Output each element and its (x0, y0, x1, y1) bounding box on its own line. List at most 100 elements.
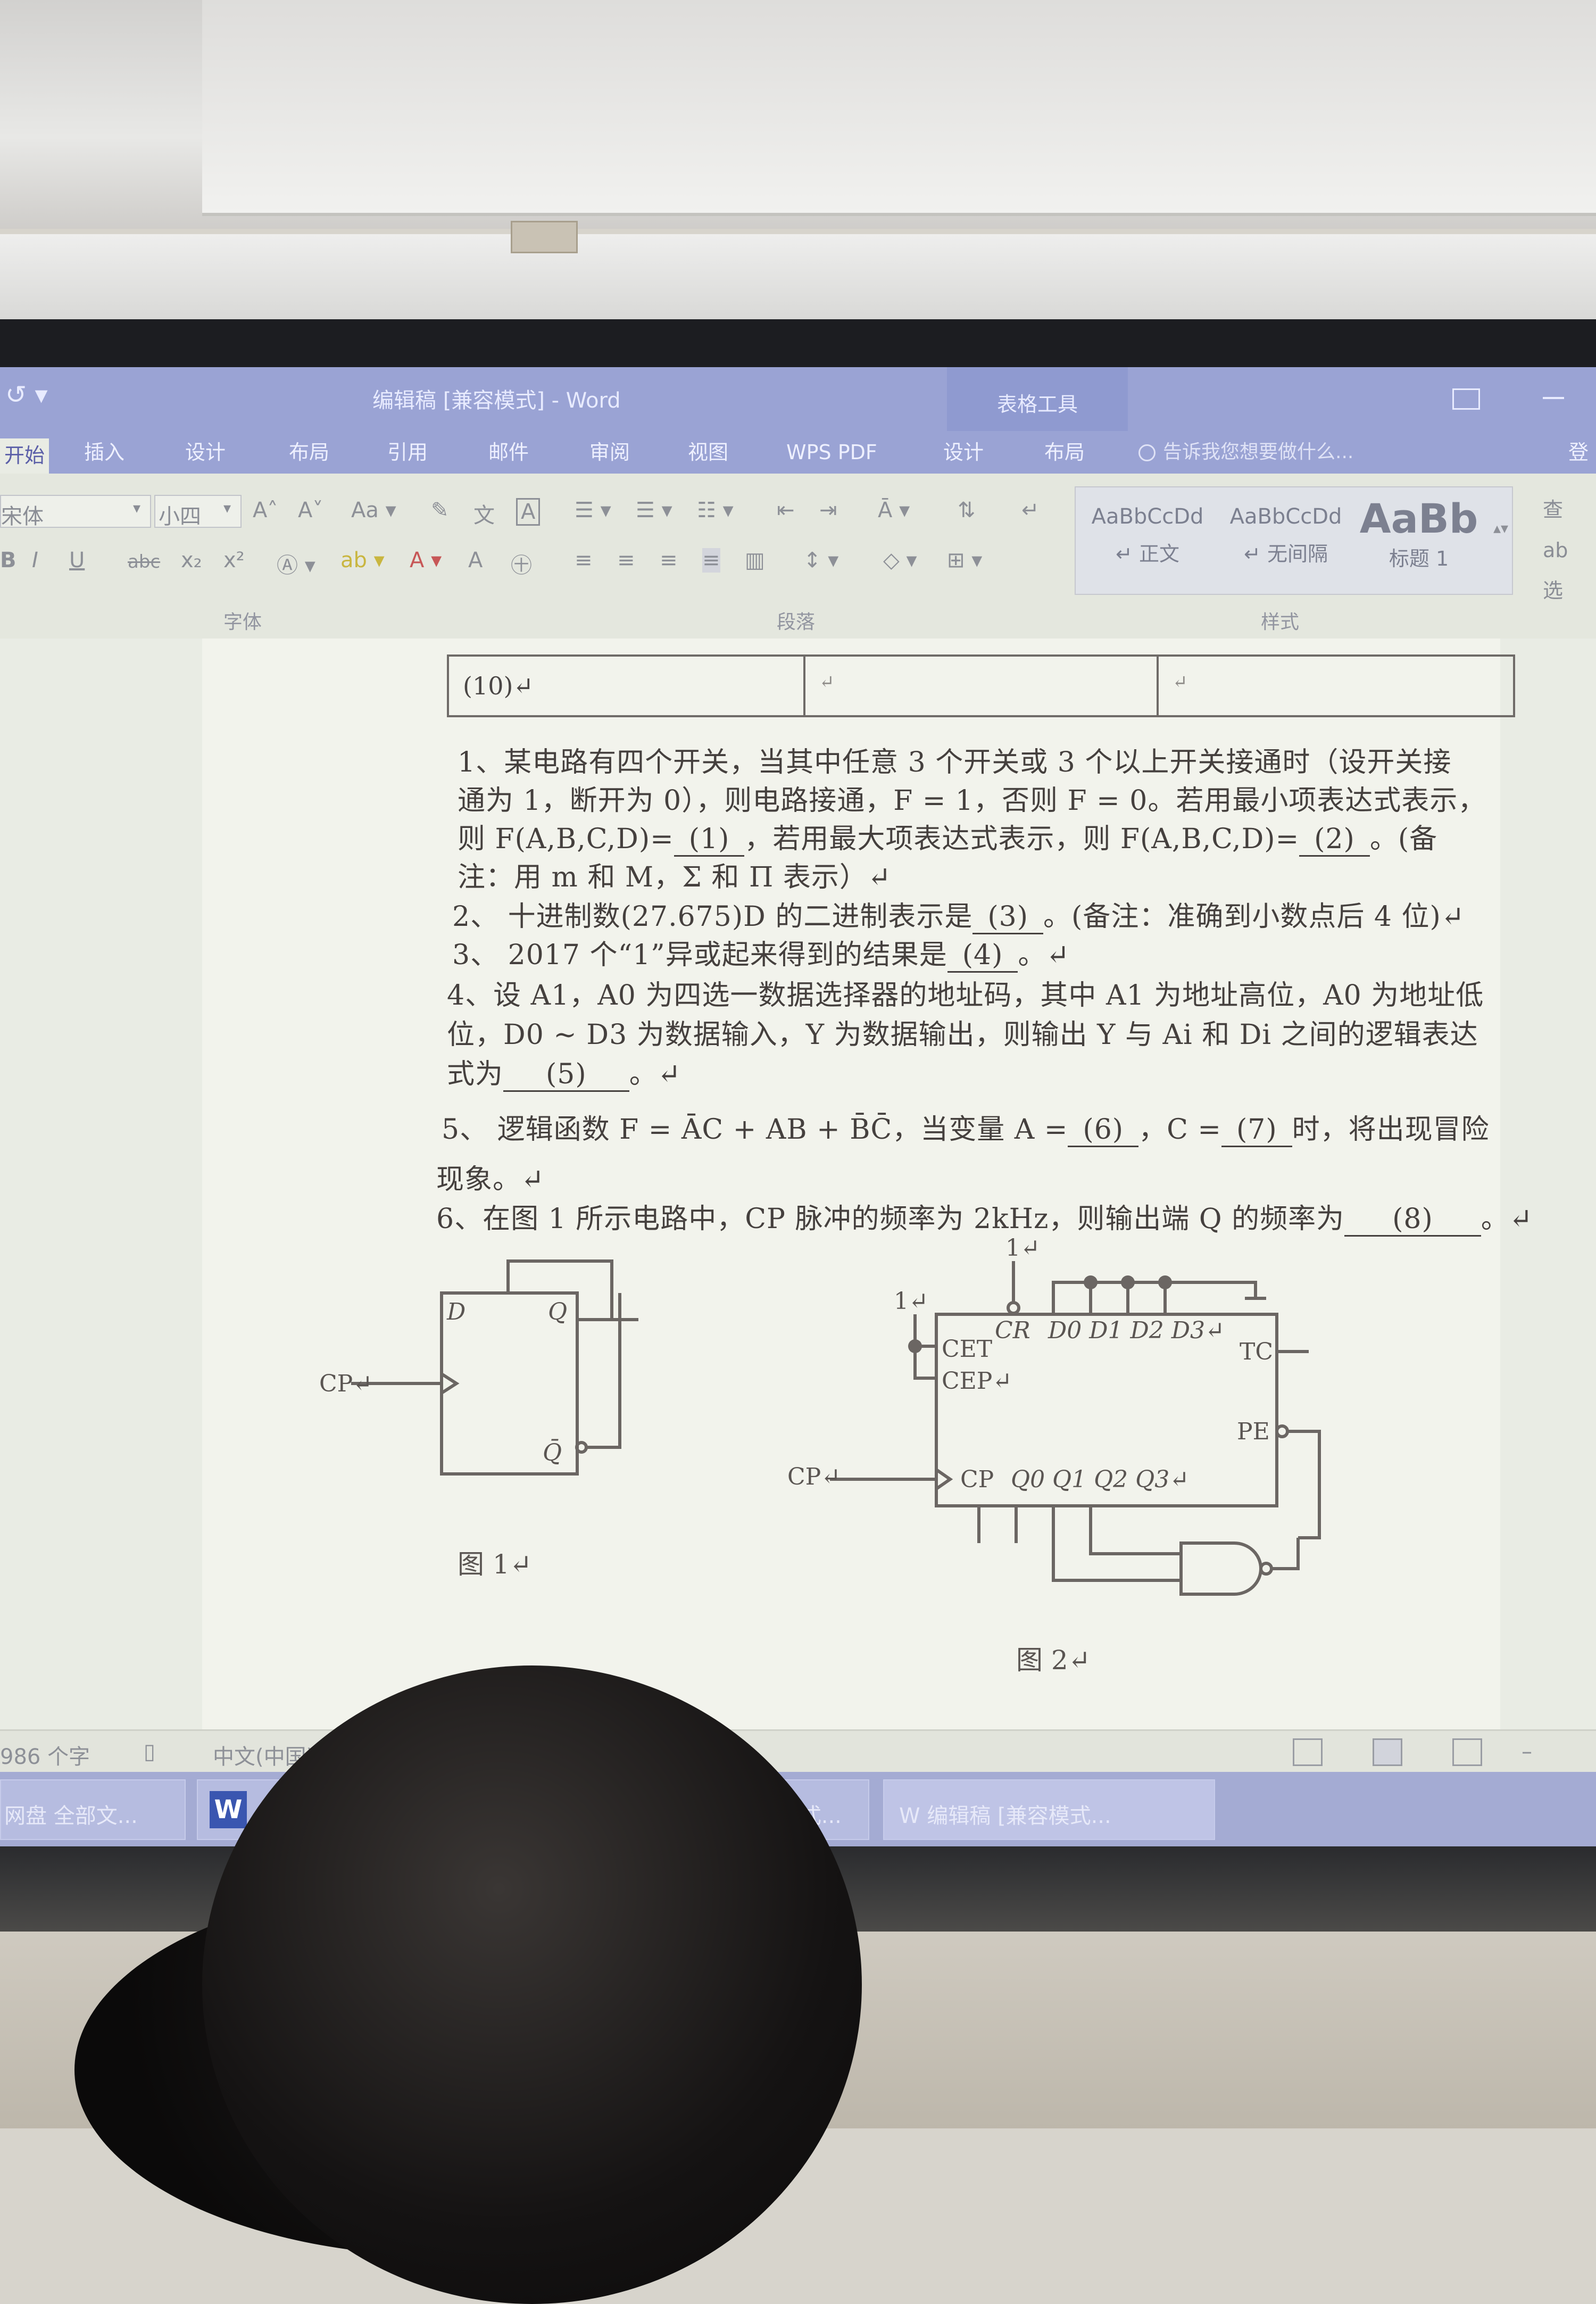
figure-1-labels: D Q Q̄ CP↵ (319, 1298, 567, 1466)
increase-indent-icon[interactable]: ⇥ (819, 498, 837, 523)
align-left-icon[interactable]: ≡ (575, 548, 593, 573)
tab-home[interactable]: 开始 (0, 438, 49, 474)
tab-insert[interactable]: 插入 (84, 441, 125, 464)
ribbon-display-options-button[interactable] (1452, 388, 1480, 410)
font-name-value: 宋体 (1, 504, 44, 529)
cet-pin-label: CET (942, 1336, 992, 1363)
bold-button[interactable]: B (0, 548, 16, 573)
clock-triangle (935, 1468, 953, 1490)
quick-access-toolbar[interactable]: ↺ ▾ (5, 380, 48, 410)
style-sample: AaBbCcDd (1229, 504, 1342, 529)
tab-mailings[interactable]: 邮件 (488, 441, 529, 464)
answer-blank-6[interactable]: (6) (1068, 1114, 1139, 1147)
font-color-icon[interactable]: A ▾ (410, 548, 442, 573)
show-marks-icon[interactable]: ↵ (1021, 498, 1040, 523)
chevron-down-icon: ▾ (133, 499, 141, 517)
change-case-button[interactable]: Aa ▾ (351, 498, 396, 523)
text-effects-icon[interactable]: Ⓐ ▾ (277, 553, 315, 578)
underline-button[interactable]: U (69, 548, 85, 573)
align-center-icon[interactable]: ≡ (617, 548, 635, 573)
bullets-icon[interactable]: ☰ ▾ (575, 498, 611, 523)
cp-pin-label: CP (960, 1466, 994, 1493)
q4-text-b: 。↵ (629, 1058, 681, 1090)
tab-table-design[interactable]: 设计 (943, 441, 984, 464)
answer-blank-4[interactable]: (4) (947, 939, 1018, 973)
web-layout-icon[interactable] (1452, 1738, 1482, 1766)
font-name-select[interactable]: 宋体 ▾ (0, 495, 151, 529)
pe-pin-label: PE (1237, 1418, 1270, 1445)
taskbar-item-netdisk[interactable]: 网盘 全部文... (0, 1779, 186, 1840)
tab-table-layout[interactable]: 布局 (1044, 441, 1085, 464)
junction-dot (908, 1339, 922, 1353)
style-heading-1[interactable]: AaBb 标题 1 (1352, 493, 1485, 589)
character-shading-icon[interactable]: A (468, 548, 483, 573)
document-page[interactable]: (10)↵ ↵ ↵ 1、某电路有四个开关，当其中任意 3 个开关或 3 个以上开… (202, 639, 1532, 1729)
answer-blank-7[interactable]: (7) (1221, 1114, 1292, 1147)
numbering-icon[interactable]: ☰ ▾ (636, 498, 672, 523)
counter-box (935, 1313, 1278, 1507)
question-5: 5、 逻辑函数 F = ĀC + AB + B̄C̄，当变量 A =(6)，C … (442, 1107, 1490, 1147)
pe-feedback-wire (1287, 1430, 1321, 1539)
answer-blank-3[interactable]: (3) (972, 901, 1044, 934)
distributed-icon[interactable]: ▥ (745, 548, 765, 573)
pe-inverter-bubble (1275, 1424, 1289, 1438)
phonetic-guide-icon[interactable]: 文 (473, 503, 495, 528)
style-normal[interactable]: AaBbCcDd ↵ 正文 (1081, 493, 1214, 589)
tab-design[interactable]: 设计 (185, 441, 226, 464)
justify-icon[interactable]: ≡ (702, 548, 720, 573)
borders-icon[interactable]: ⊞ ▾ (947, 548, 983, 573)
tab-view[interactable]: 视图 (688, 441, 729, 464)
ceiling-panel (202, 0, 1596, 216)
answer-blank-8[interactable]: (8) (1344, 1203, 1481, 1237)
grow-font-button[interactable]: A˄ (253, 498, 278, 523)
group-label-styles: 样式 (1261, 611, 1300, 633)
table-cell[interactable]: ↵ (805, 657, 1159, 715)
superscript-button[interactable]: x² (223, 548, 245, 573)
highlight-icon[interactable]: ab ▾ (340, 548, 385, 573)
sign-in-link[interactable]: 登 (1568, 441, 1589, 464)
projector-screen-housing (0, 234, 1596, 321)
tab-references[interactable]: 引用 (387, 441, 428, 464)
qbar-feedback-wire (585, 1293, 621, 1449)
style-no-spacing[interactable]: AaBbCcDd ↵ 无间隔 (1219, 493, 1352, 589)
nand-bubble (1259, 1562, 1273, 1576)
multilevel-list-icon[interactable]: ☷ ▾ (697, 498, 734, 523)
replace-button[interactable]: ab (1543, 538, 1568, 562)
answer-blank-5[interactable]: (5) (503, 1058, 629, 1092)
foreground-person-head (202, 1665, 862, 2304)
table-cell[interactable]: (10)↵ (449, 657, 805, 715)
word-count[interactable]: 986 个字 (0, 1745, 90, 1769)
proofing-icon[interactable]: ▯ (144, 1739, 156, 1764)
tell-me-search[interactable]: 告诉我您想要做什么... (1138, 435, 1353, 469)
shrink-font-button[interactable]: A˅ (298, 498, 323, 523)
select-button[interactable]: 选 (1543, 579, 1564, 602)
font-size-select[interactable]: 小四 ▾ (154, 495, 242, 529)
d-pin-label: D (446, 1298, 466, 1325)
subscript-button[interactable]: x₂ (181, 548, 202, 573)
print-layout-icon[interactable] (1373, 1738, 1402, 1766)
strikethrough-button[interactable]: abc (128, 551, 161, 573)
find-button[interactable]: 查 (1543, 498, 1564, 521)
sort-icon[interactable]: ⇅ (958, 498, 976, 523)
answer-blank-2[interactable]: (2) (1299, 823, 1370, 857)
chinese-layout-icon[interactable]: Ā ▾ (878, 498, 910, 523)
taskbar-item-word-active[interactable]: W 编辑稿 [兼容模式... (883, 1779, 1215, 1840)
character-border-icon[interactable]: A (516, 498, 541, 526)
enclose-characters-icon[interactable]: ㊉ (511, 553, 532, 578)
style-sample: AaBbCcDd (1091, 504, 1204, 529)
clear-formatting-icon[interactable]: ✎ (431, 498, 449, 523)
decrease-indent-icon[interactable]: ⇤ (777, 498, 795, 523)
gallery-more-icon[interactable]: ▴▾ (1493, 519, 1509, 537)
style-sample: AaBb (1359, 495, 1478, 542)
minimize-button[interactable] (1543, 397, 1564, 399)
read-mode-icon[interactable] (1293, 1738, 1323, 1766)
tab-layout[interactable]: 布局 (289, 441, 330, 464)
table-cell[interactable]: ↵ (1159, 657, 1510, 715)
line-spacing-icon[interactable]: ↕ ▾ (803, 548, 839, 573)
align-right-icon[interactable]: ≡ (660, 548, 678, 573)
answer-blank-1[interactable]: (1) (674, 823, 745, 857)
tab-review[interactable]: 审阅 (589, 441, 630, 464)
italic-button[interactable]: I (32, 548, 38, 573)
tab-wps-pdf[interactable]: WPS PDF (786, 441, 877, 464)
paint-bucket-icon[interactable]: ◇ ▾ (883, 548, 917, 573)
